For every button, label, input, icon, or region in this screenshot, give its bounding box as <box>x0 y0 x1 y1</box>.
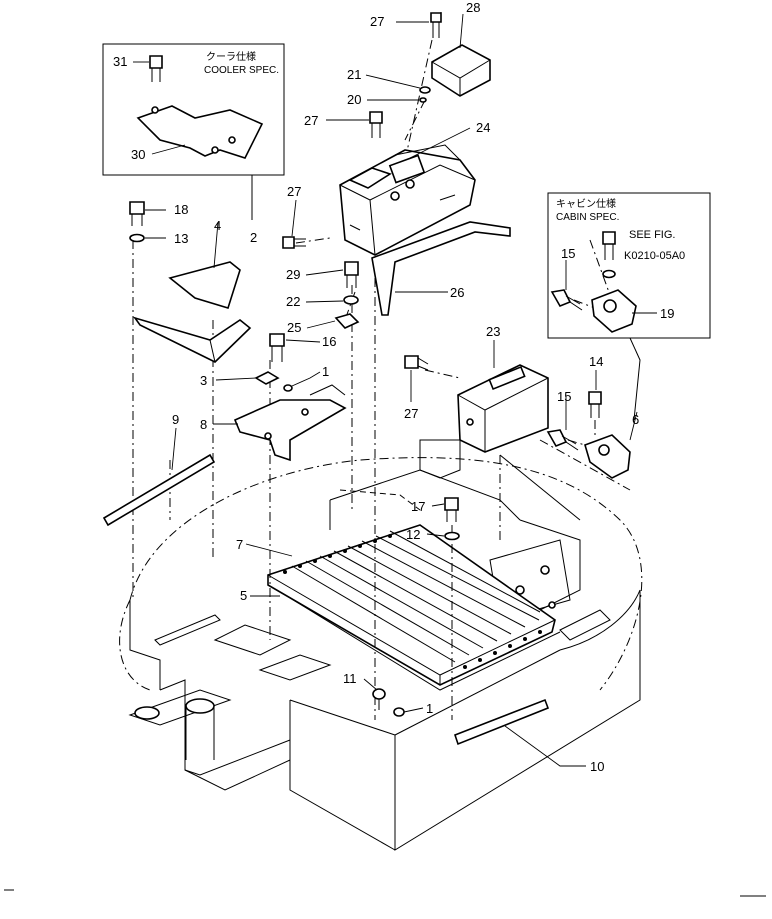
bolt-29 <box>344 261 359 288</box>
callout-3: 3 <box>200 373 207 388</box>
washer-12 <box>444 531 460 541</box>
callout-15-right: 15 <box>557 389 571 404</box>
plug-1-lower <box>393 707 405 717</box>
callout-1-lower: 1 <box>426 701 433 716</box>
callout-27-cover: 27 <box>404 406 418 421</box>
callout-11: 11 <box>343 671 357 686</box>
callout-6: 6 <box>632 412 639 427</box>
bolt-14 <box>588 391 602 418</box>
callout-7: 7 <box>236 537 243 552</box>
callout-31: 31 <box>113 54 127 69</box>
callout-1-upper: 1 <box>322 364 329 379</box>
bracket-30 <box>136 105 264 159</box>
console-24 <box>339 144 476 256</box>
washer-20 <box>419 97 427 103</box>
bolt-15-right <box>546 429 579 451</box>
floor-plate <box>267 524 561 691</box>
inset-cabin: キャビン仕様 CABIN SPEC. SEE FIG. K0210-05A0 <box>547 192 711 421</box>
plug-1-upper <box>283 384 293 392</box>
callout-23: 23 <box>486 324 500 339</box>
callout-19: 19 <box>660 306 674 321</box>
callout-27-left: 27 <box>287 184 301 199</box>
callout-27-console: 27 <box>304 113 318 128</box>
cover-28 <box>431 44 491 97</box>
callout-10: 10 <box>590 759 604 774</box>
callout-26: 26 <box>450 285 464 300</box>
inset-cooler: クーラ仕様 COOLER SPEC. <box>102 43 285 220</box>
bracket-19 <box>591 289 637 333</box>
callout-12: 12 <box>406 527 420 542</box>
bolt-17 <box>444 497 459 522</box>
bar-26 <box>371 221 511 316</box>
plate-8 <box>233 384 347 462</box>
bracket-3 <box>254 371 280 385</box>
cabin-washer <box>602 269 616 279</box>
callout-15-inset: 15 <box>561 246 575 261</box>
bolts <box>129 12 602 717</box>
callout-8: 8 <box>200 417 207 432</box>
bolt-27-cover <box>404 355 429 371</box>
bolt-18 <box>129 201 145 226</box>
plate-9 <box>102 453 216 527</box>
inset-cabin-fig-ref: K0210-05A0 <box>624 250 685 262</box>
callout-24: 24 <box>476 120 490 135</box>
callout-28: 28 <box>466 0 480 15</box>
callout-30: 30 <box>131 147 145 162</box>
bracket-2 <box>133 261 252 363</box>
callout-18: 18 <box>174 202 188 217</box>
floor-mat <box>289 597 561 691</box>
callout-21: 21 <box>347 67 361 82</box>
washer-13 <box>129 233 145 243</box>
callout-22: 22 <box>286 294 300 309</box>
bolt-15-inset <box>550 289 583 311</box>
inset-cabin-title-en: CABIN SPEC. <box>556 212 619 223</box>
inset-cabin-see-fig: SEE FIG. <box>629 229 675 241</box>
revolving-frame <box>119 439 643 851</box>
bracket-6 <box>584 434 631 479</box>
callout-17: 17 <box>411 499 425 514</box>
washer-22 <box>343 295 359 305</box>
floor-plate-holes <box>283 534 542 669</box>
callout-29: 29 <box>286 267 300 282</box>
callout-2: 2 <box>250 230 257 245</box>
callout-5: 5 <box>240 588 247 603</box>
washer-21 <box>419 86 431 94</box>
bolt-31 <box>149 55 163 82</box>
inset-cabin-title-jp: キャビン仕様 <box>556 197 616 210</box>
plug-11 <box>372 688 386 710</box>
inset-cooler-title-jp: クーラ仕様 <box>206 50 256 63</box>
floor-plate-ribs <box>291 530 541 663</box>
bracket-25 <box>334 313 360 329</box>
callouts: 27 28 21 20 27 24 27 29 22 25 16 26 23 2… <box>113 0 674 774</box>
callout-16: 16 <box>322 334 336 349</box>
inset-cooler-title-en: COOLER SPEC. <box>204 65 279 76</box>
bolt-16 <box>269 333 285 362</box>
bolt-27-console <box>369 111 383 138</box>
cover-23 <box>457 364 549 453</box>
callout-9: 9 <box>172 412 179 427</box>
leader-lines <box>133 12 657 767</box>
callout-27-top: 27 <box>370 14 384 29</box>
callout-20: 20 <box>347 92 361 107</box>
callout-25: 25 <box>287 320 301 335</box>
cabin-bolt <box>602 231 616 260</box>
callout-13: 13 <box>174 231 188 246</box>
bolt-27-top <box>430 12 442 38</box>
bolt-27-left <box>282 236 306 249</box>
callout-14: 14 <box>589 354 603 369</box>
callout-4: 4 <box>214 218 221 233</box>
